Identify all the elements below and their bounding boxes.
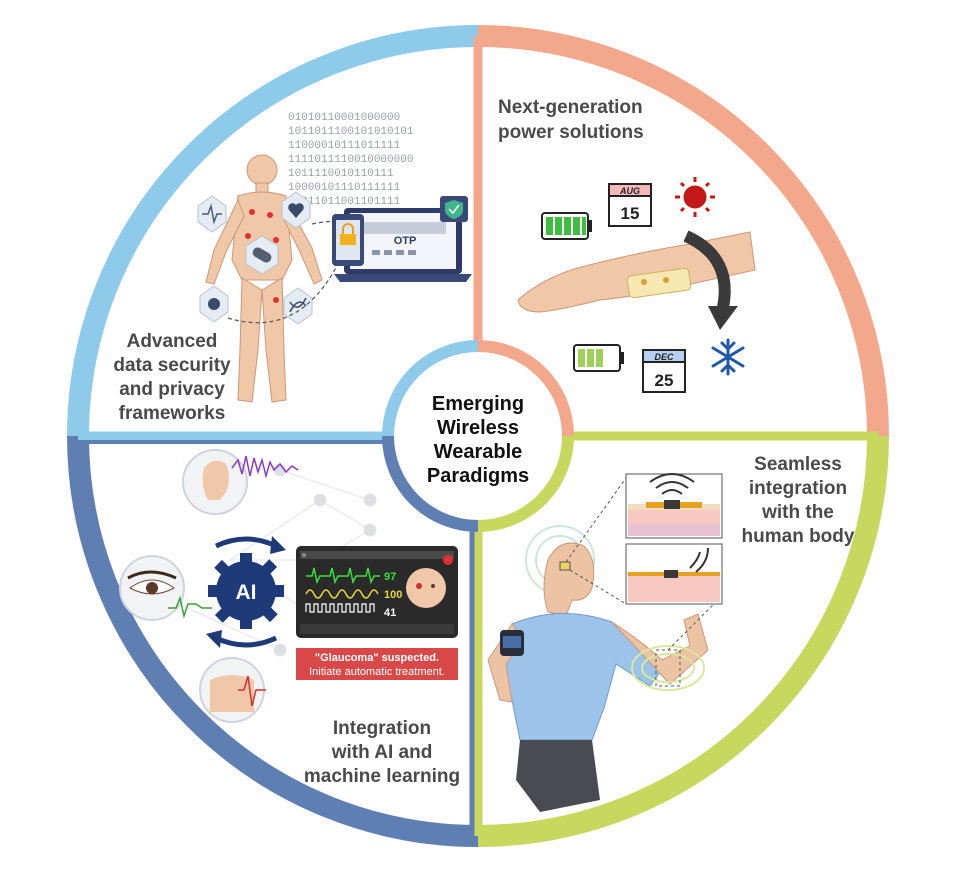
quadrant-ai-ml: AI 97 100 41 "Glaucoma" suspected. [119, 449, 460, 787]
monitor-wave-white [305, 603, 375, 613]
q4-label-line4: human body [742, 526, 855, 547]
q3-label-line3: machine learning [304, 766, 460, 787]
svg-text:25: 25 [655, 371, 674, 390]
ring-quadrant-q3 [67, 435, 479, 847]
brain-icon [208, 298, 220, 310]
center-title-line1: Emerging [432, 393, 524, 415]
quadrant-data-security: 01010110001000000 1011011100101010101 11… [113, 112, 472, 424]
wireless-signal-icon [649, 473, 695, 495]
dna-icon [289, 297, 307, 313]
zoom-callout-lines [565, 477, 715, 687]
alert-badge-icon [443, 555, 453, 565]
q4-label-line3: with the [761, 502, 834, 523]
season-transition-arrow [683, 230, 731, 314]
monitor-wave-green [306, 567, 380, 585]
patient-monitor: 97 100 41 [296, 546, 458, 638]
quadrant-body-integration: Seamless integration with the human body [487, 454, 855, 812]
monitor-value-3: 41 [384, 607, 396, 619]
runner-illustration [487, 542, 709, 812]
patient-face-avatar [406, 568, 446, 608]
monitor-wave-yellow [305, 589, 379, 599]
cycle-arrow-bottom [214, 635, 278, 648]
svg-text:10000101110111111: 10000101110111111 [288, 182, 401, 194]
alert-line2: Initiate automatic treatment. [309, 666, 445, 678]
wearable-patch [626, 267, 692, 299]
svg-text:11000010111011111: 11000010111011111 [288, 140, 401, 152]
q2-label-line1: Next-generation [498, 97, 643, 118]
svg-text:AUG: AUG [619, 186, 640, 196]
quadrant-dividers [78, 36, 878, 836]
q1-label-line2: data security [113, 355, 231, 376]
q1-label-line3: and privacy [119, 379, 225, 400]
svg-text:1011110010110111: 1011110010110111 [288, 168, 394, 180]
monitor-value-1: 97 [384, 571, 396, 583]
ecg-icon [202, 203, 222, 225]
svg-text:11011011001101111: 11011011001101111 [288, 196, 401, 208]
svg-text:DEC: DEC [654, 352, 674, 362]
eeg-signal [231, 455, 299, 479]
ring-quadrant-q4 [477, 435, 889, 847]
diagnosis-alert-box: "Glaucoma" suspected. Initiate automatic… [296, 648, 458, 680]
head-sensor [559, 561, 571, 571]
lock-icon [342, 223, 354, 234]
ring-quadrant-q2 [477, 25, 889, 437]
skin-inset-head [625, 473, 723, 539]
battery-partial-icon [573, 344, 624, 372]
outer-ring [67, 25, 889, 847]
center-hub: Emerging Wireless Wearable Paradigms [382, 340, 574, 532]
ai-label: AI [236, 581, 257, 604]
q4-label-line1: Seamless [754, 454, 842, 475]
q4-label-line2: integration [749, 478, 847, 499]
eye-signal [168, 595, 212, 619]
dna-hex-icon [283, 287, 313, 325]
otp-label: OTP [394, 235, 417, 247]
calendar-dec-icon: DEC 25 [642, 349, 686, 393]
svg-text:01010110001000000: 01010110001000000 [288, 112, 400, 124]
health-data-hexagons [197, 191, 313, 325]
center-title-line4: Paradigms [427, 465, 529, 487]
battery-full-icon [541, 212, 592, 240]
snowflake-icon [711, 338, 745, 376]
heart-icon [288, 203, 304, 218]
svg-text:15: 15 [621, 204, 640, 223]
q3-label-line1: Integration [333, 718, 431, 739]
q3-label-line2: with AI and [331, 742, 433, 763]
skin-inset-arm [625, 543, 723, 605]
laptop-otp-illustration: OTP [332, 196, 472, 282]
q2-label-line2: power solutions [498, 122, 644, 143]
pill-icon [252, 247, 272, 263]
q1-label-line1: Advanced [127, 331, 218, 352]
cardiac-signal [238, 675, 266, 707]
ring-quadrant-q1 [67, 25, 479, 437]
calendar-aug-icon: AUG 15 [608, 183, 652, 227]
svg-text:1011011100101010101: 1011011100101010101 [288, 126, 414, 138]
monitor-value-2: 100 [384, 589, 402, 601]
wireless-signal-icon-2 [689, 547, 709, 573]
q1-label-line4: frameworks [119, 403, 226, 424]
ai-gear-icon: AI [208, 553, 284, 629]
alert-line1: "Glaucoma" suspected. [315, 652, 439, 664]
svg-text:1111011110010000000: 1111011110010000000 [288, 154, 413, 166]
center-title-line2: Wireless [437, 417, 519, 439]
cycle-arrow-top [214, 536, 278, 549]
forearm-illustration [517, 231, 756, 313]
binary-code-stream: 01010110001000000 1011011100101010101 11… [288, 112, 414, 208]
sun-icon [675, 177, 715, 217]
quadrant-power-solutions: Next-generation power solutions AUG 15 [498, 97, 756, 393]
center-title-line3: Wearable [434, 441, 523, 463]
